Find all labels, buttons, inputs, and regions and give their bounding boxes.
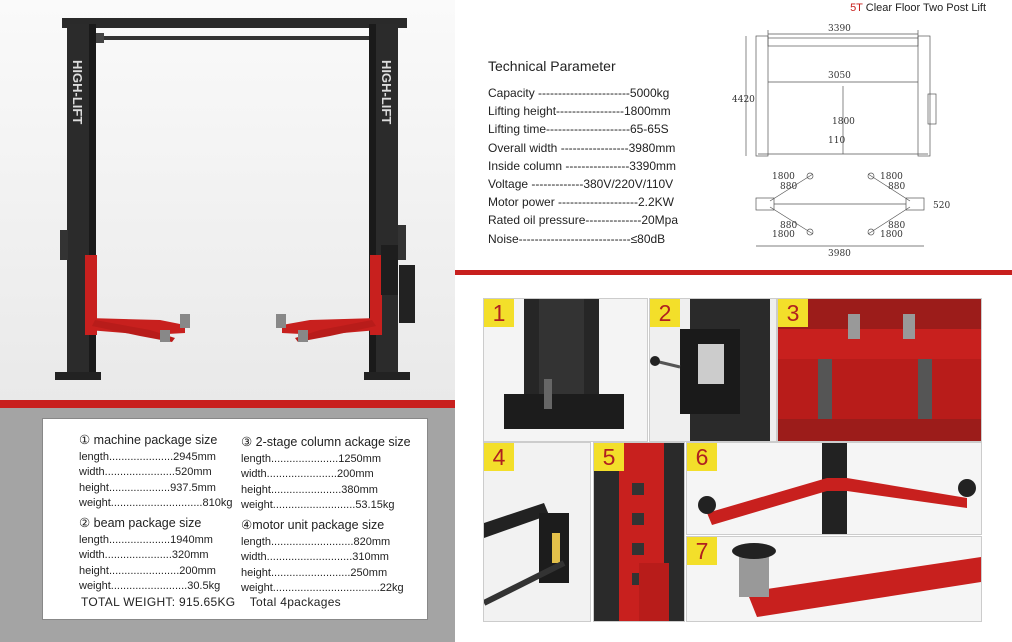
lift-photo: HIGH-LIFT HIGH-LIFT — [0, 0, 455, 400]
dim-arm-long-1: 1800 — [772, 172, 795, 182]
detail-photo-4: 4 — [483, 442, 591, 622]
detail-photo-2: 2 — [649, 298, 777, 442]
param-capacity: Capacity -----------------------5000kg — [488, 86, 670, 100]
param-motor-power: Motor power --------------------2.2KW — [488, 195, 674, 210]
detail-number-4: 4 — [484, 443, 514, 471]
beam-package: ② beam package size length..............… — [79, 516, 220, 595]
dim-lift-height: 1800 — [832, 117, 855, 127]
detail-photo-7: 7 — [686, 536, 982, 622]
divider-red-left — [0, 400, 455, 408]
dim-arm-long-4: 1800 — [880, 230, 903, 240]
detail-photo-3: 3 — [777, 298, 982, 442]
param-lifting-time: Lifting time---------------------65-65S — [488, 122, 669, 137]
page-title: 5T Clear Floor Two Post Lift — [850, 2, 986, 14]
column-width: width.......................200mm — [241, 468, 374, 480]
capacity-label: 5T — [850, 2, 863, 14]
dim-arm-short-1: 880 — [780, 182, 797, 192]
beam-height: height.......................200mm — [79, 564, 216, 577]
motor-length: length...........................820mm — [241, 535, 391, 548]
beam-weight: weight.........................30.5kg — [79, 580, 221, 592]
beam-package-title: ② beam package size — [79, 516, 202, 530]
dim-height: 4420 — [732, 95, 755, 105]
beam-length: length....................1940mm — [79, 533, 213, 546]
dim-arm-long-2: 1800 — [880, 172, 903, 182]
detail-number-1: 1 — [484, 299, 514, 327]
dim-arm-short-3: 880 — [780, 221, 797, 231]
column-height: height.......................380mm — [241, 483, 378, 496]
title-text: Clear Floor Two Post Lift — [865, 2, 986, 14]
detail-number-5: 5 — [594, 443, 624, 471]
detail-number-6: 6 — [687, 443, 717, 471]
package-sizes: ① machine package size length...........… — [42, 418, 428, 620]
column-length: length......................1250mm — [241, 452, 382, 465]
motor-width: width............................310mm — [241, 551, 389, 563]
detail-photo-1: 1 — [483, 298, 648, 442]
param-overall-width: Overall width -----------------3980mm — [488, 140, 676, 155]
column-weight: weight...........................53.15kg — [241, 499, 395, 511]
param-lifting-height: Lifting height-----------------1800mm — [488, 104, 671, 119]
param-oil-pressure: Rated oil pressure--------------20Mpa — [488, 213, 679, 228]
detail-number-2: 2 — [650, 299, 680, 327]
dim-arm-long-3: 1800 — [772, 230, 795, 240]
dim-base: 110 — [828, 136, 845, 146]
dimension-drawing: 3390 3050 4420 1800 110 1800 880 1800 88… — [728, 16, 968, 266]
detail-photo-6: 6 — [686, 442, 982, 535]
dim-overall-width: 3980 — [828, 249, 851, 259]
machine-length: length.....................2945mm — [79, 450, 216, 463]
detail-photo-5: 5 — [593, 442, 685, 622]
divider-red-right — [455, 270, 1012, 275]
param-inside-column: Inside column ----------------3390mm — [488, 158, 676, 173]
beam-width: width......................320mm — [79, 549, 209, 561]
machine-package: ① machine package size length...........… — [79, 433, 232, 512]
machine-height: height....................937.5mm — [79, 481, 216, 494]
param-noise: Noise----------------------------≤80dB — [488, 231, 666, 246]
motor-weight: weight..................................… — [241, 582, 404, 594]
motor-package-title: ④motor unit package size — [241, 518, 385, 532]
brand-right: HIGH-LIFT — [379, 60, 394, 124]
tech-params: Capacity -----------------------5000kg L… — [488, 84, 678, 248]
total-weight: TOTAL WEIGHT: 915.65KG Total 4packages — [81, 595, 341, 609]
detail-number-7: 7 — [687, 537, 717, 565]
motor-height: height..........................250mm — [241, 566, 388, 579]
column-package: ③ 2-stage column ackage size length.....… — [241, 435, 411, 514]
dim-top-width: 3390 — [828, 24, 851, 34]
column-package-title: ③ 2-stage column ackage size — [241, 435, 411, 449]
param-voltage: Voltage -------------380V/220V/110V — [488, 177, 674, 192]
dim-pad: 520 — [933, 201, 950, 211]
dim-inner-width: 3050 — [828, 71, 851, 81]
dim-arm-short-4: 880 — [888, 221, 905, 231]
motor-package: ④motor unit package size length.........… — [241, 518, 404, 597]
brand-left: HIGH-LIFT — [70, 60, 85, 124]
tech-title: Technical Parameter — [488, 58, 616, 74]
machine-width: width.......................520mm — [79, 466, 212, 478]
dim-arm-short-2: 880 — [888, 182, 905, 192]
machine-package-title: ① machine package size — [79, 433, 218, 447]
machine-weight: weight..............................810k… — [79, 497, 233, 509]
detail-number-3: 3 — [778, 299, 808, 327]
